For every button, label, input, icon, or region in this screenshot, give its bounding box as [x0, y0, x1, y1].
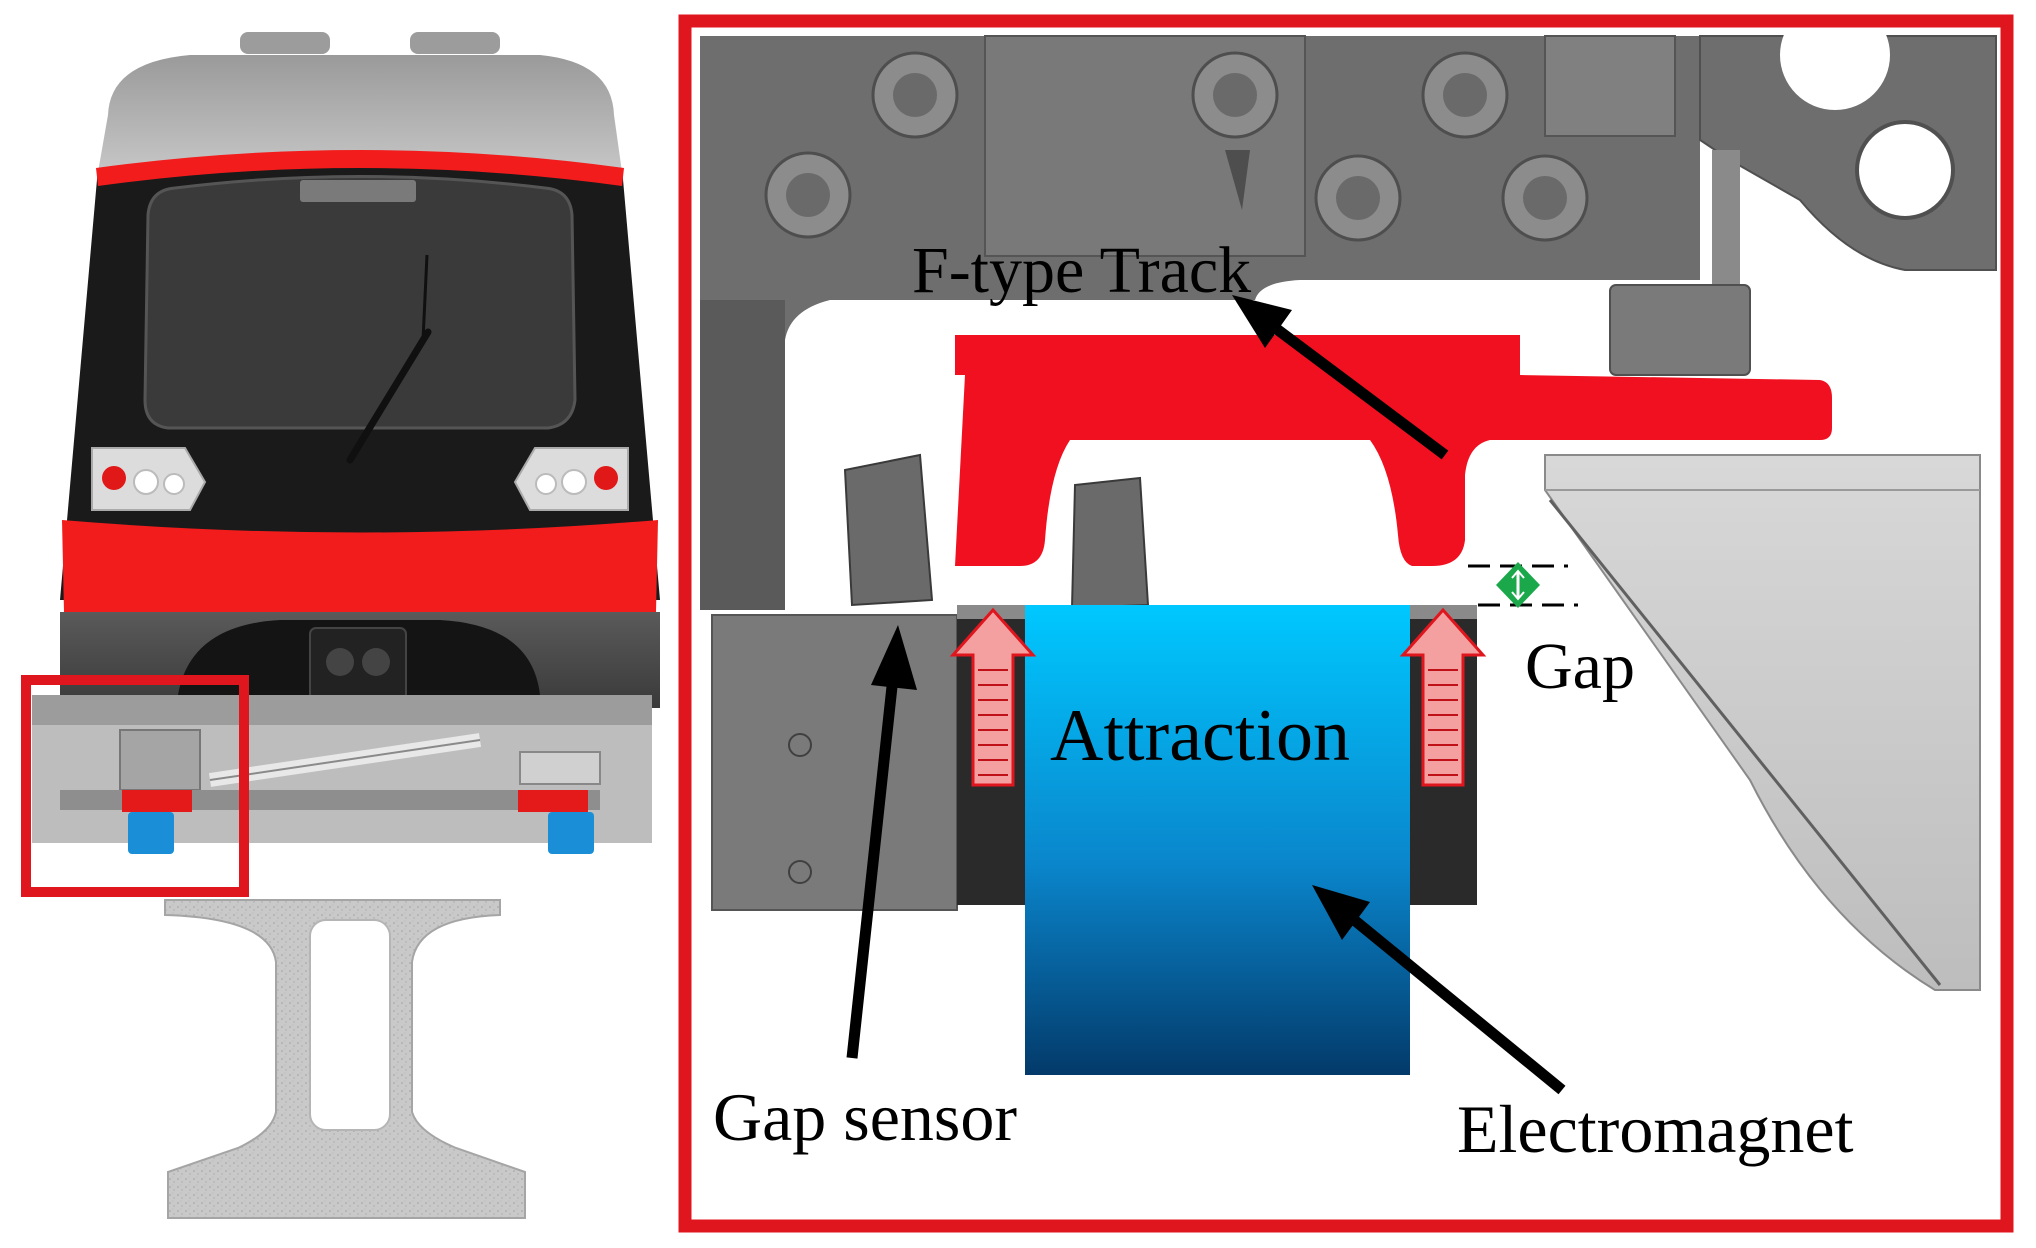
sensor-pointer [846, 667, 900, 1059]
f-type-track-rail [955, 335, 1832, 566]
bolt-heads [764, 51, 1589, 242]
detail-view: F-type Track Gap Attraction Gap sensor E… [678, 0, 2014, 1233]
sensor-pointer-head [871, 625, 917, 690]
coupler [309, 627, 407, 701]
gap-sensor-right [1070, 476, 1150, 610]
attraction-arrows [949, 607, 1487, 787]
track-left [122, 790, 192, 812]
bracket-block [1609, 284, 1751, 376]
wiper [346, 328, 432, 464]
train-roof [98, 55, 622, 172]
support-block [711, 614, 958, 911]
guideway-beam-window [309, 919, 391, 1131]
frame-column [700, 300, 785, 610]
electromagnet-pointer [1338, 905, 1566, 1095]
front-red-band [62, 520, 658, 612]
highlight-box [21, 675, 249, 897]
attraction-label: Attraction [1050, 695, 1350, 777]
gap-marker [1468, 562, 1578, 608]
force-arrow-right [1399, 607, 1487, 787]
electromagnet [1025, 605, 1410, 1075]
train-front-view [21, 32, 660, 1219]
vehicle-frame [700, 36, 1700, 610]
gap-sensor-left [843, 453, 934, 607]
gap-sensor-label: Gap sensor [713, 1079, 1017, 1155]
electromagnet-pointer-head [1312, 885, 1370, 940]
magnet-right [548, 812, 594, 854]
gap-label: Gap [1525, 630, 1635, 703]
track-right [518, 790, 588, 812]
track-pointer-head [1232, 295, 1292, 348]
roof-vent-right [410, 32, 500, 54]
electromagnet-label: Electromagnet [1457, 1091, 1854, 1167]
pointer-arrows [846, 295, 1566, 1095]
force-arrow-left [949, 607, 1037, 787]
detail-frame [678, 14, 2014, 1233]
track-pointer [1258, 313, 1449, 460]
track-label: F-type Track [912, 234, 1251, 307]
guideway-wedge [1544, 454, 1981, 991]
windshield [143, 175, 577, 430]
roof-red-stripe [96, 150, 624, 186]
magnet-left [128, 812, 174, 854]
destination-display [300, 180, 416, 202]
roof-vent-left [240, 32, 330, 54]
